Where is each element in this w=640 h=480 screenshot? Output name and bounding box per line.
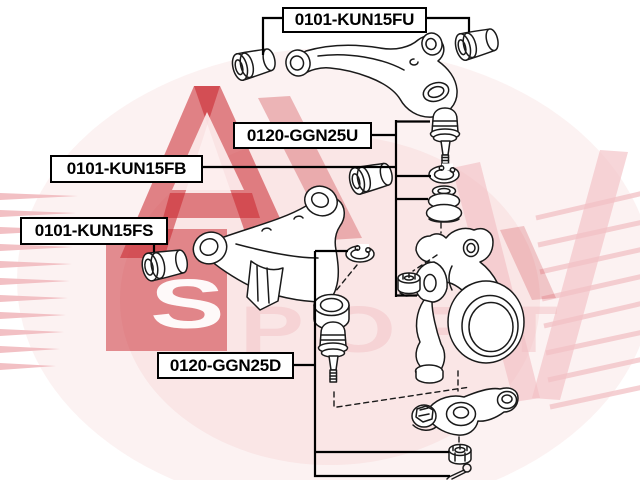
lower-arm-side-bushing-drawing (141, 249, 189, 282)
lower-ball-joint-drawing (317, 321, 349, 383)
part-label-0101-kun15fu: 0101-KUN15FU (282, 7, 427, 33)
part-number-text: 0101-KUN15FU (294, 10, 415, 29)
parts-line-art (141, 28, 525, 480)
part-label-0101-kun15fb: 0101-KUN15FB (50, 155, 203, 183)
cotter-pin-drawing (446, 463, 472, 480)
lower-control-arm-drawing (192, 185, 350, 331)
part-number-text: 0120-GGN25D (169, 355, 282, 375)
part-number-text: 0101-KUN15FS (34, 221, 154, 240)
part-label-0101-kun15fs: 0101-KUN15FS (20, 217, 168, 245)
lower-arm-front-bushing-drawing (348, 162, 393, 195)
callout-leader-lines (152, 16, 471, 478)
part-number-text: 0120-GGN25U (246, 125, 359, 145)
lower-snap-ring-drawing (345, 244, 375, 263)
upper-dust-boot-drawing (425, 185, 463, 223)
part-label-0120-ggn25d: 0120-GGN25D (157, 352, 294, 379)
upper-arm-rear-bushing-drawing (454, 28, 499, 61)
assembly-dashed-lines (333, 222, 471, 445)
upper-control-arm-drawing (285, 32, 458, 118)
upper-ball-joint-drawing (429, 107, 461, 167)
part-label-0120-ggn25u: 0120-GGN25U (233, 122, 372, 149)
steering-knuckle-drawing (397, 227, 525, 384)
upper-snap-ring-drawing (428, 163, 460, 184)
upper-arm-front-bushing-drawing (231, 48, 276, 81)
castle-nut-drawing (448, 443, 472, 465)
lower-bracket-drawing (411, 387, 519, 436)
part-number-text: 0101-KUN15FB (66, 159, 187, 178)
